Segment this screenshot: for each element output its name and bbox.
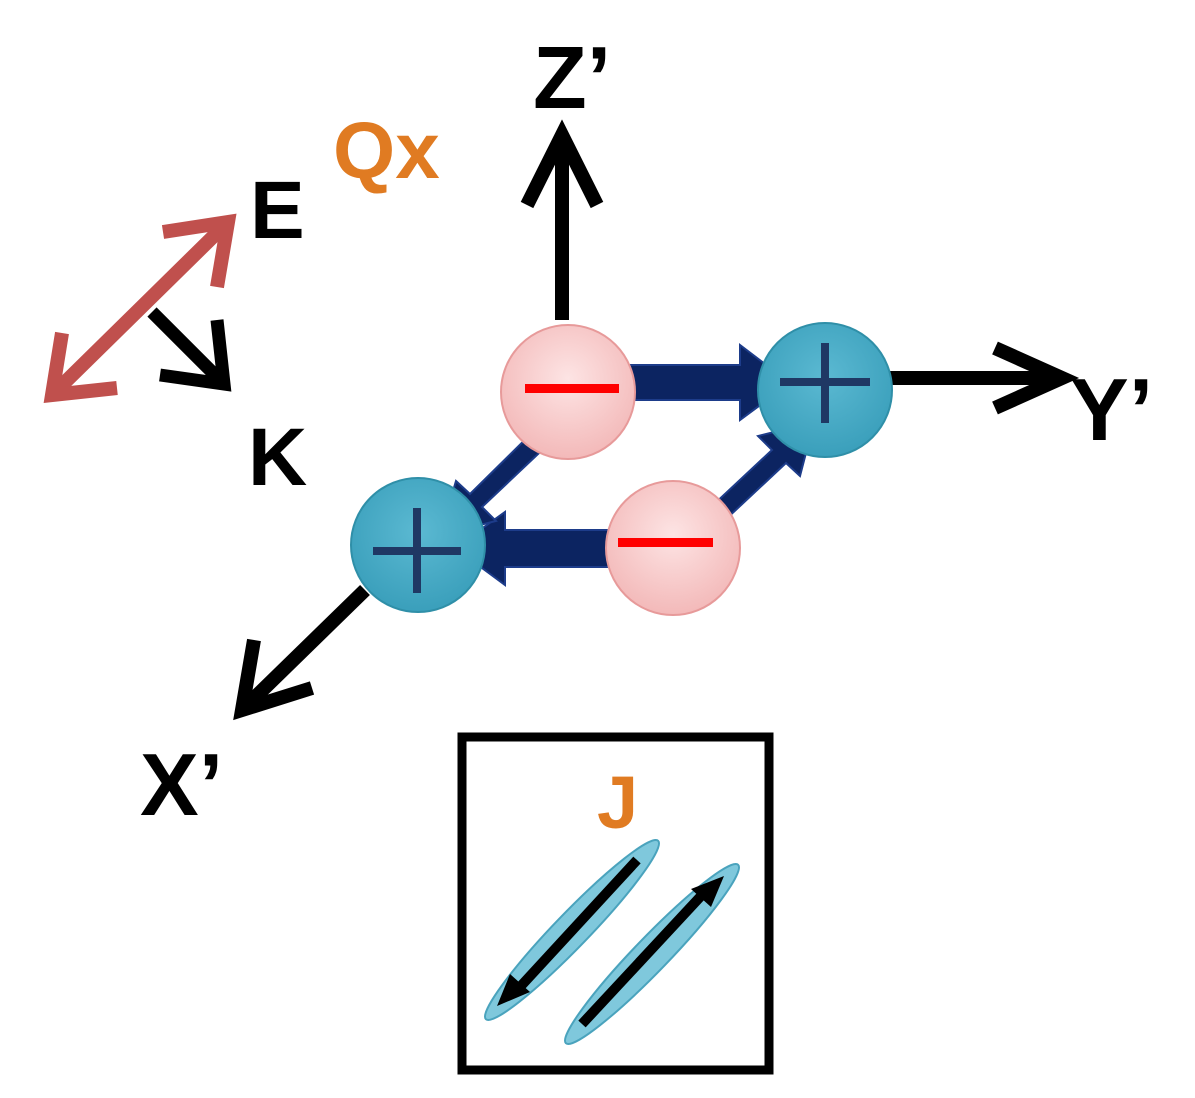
plus-sign-icon: [413, 508, 421, 593]
k-vector-label: K: [248, 412, 307, 503]
e-field-arrow: [43, 213, 237, 403]
inset-label: J: [597, 761, 638, 844]
z-axis-arrow: [520, 119, 604, 320]
negative-charge-top: [500, 324, 636, 460]
current-ellipse-left: [483, 839, 661, 1021]
x-axis-label: X’: [140, 735, 223, 834]
up-arrow-icon: [691, 876, 724, 907]
y-axis-label: Y’: [1070, 360, 1153, 459]
positive-charge-right: [757, 322, 893, 458]
plus-sign-icon: [821, 343, 829, 423]
title: Qx: [333, 106, 440, 195]
minus-sign-icon: [618, 538, 713, 547]
negative-charge-bottom: [605, 480, 741, 616]
inset-box: J: [457, 732, 774, 1075]
y-axis-arrow: [880, 341, 1080, 415]
x-axis-arrow: [233, 584, 370, 721]
e-field-label: E: [250, 165, 305, 256]
down-arrow-icon: [497, 974, 530, 1006]
z-axis-label: Z’: [533, 28, 611, 127]
current-ellipse-right: [563, 863, 741, 1045]
positive-charge-front: [350, 477, 486, 613]
minus-sign-icon: [525, 384, 619, 393]
k-vector-arrow: [147, 307, 232, 392]
